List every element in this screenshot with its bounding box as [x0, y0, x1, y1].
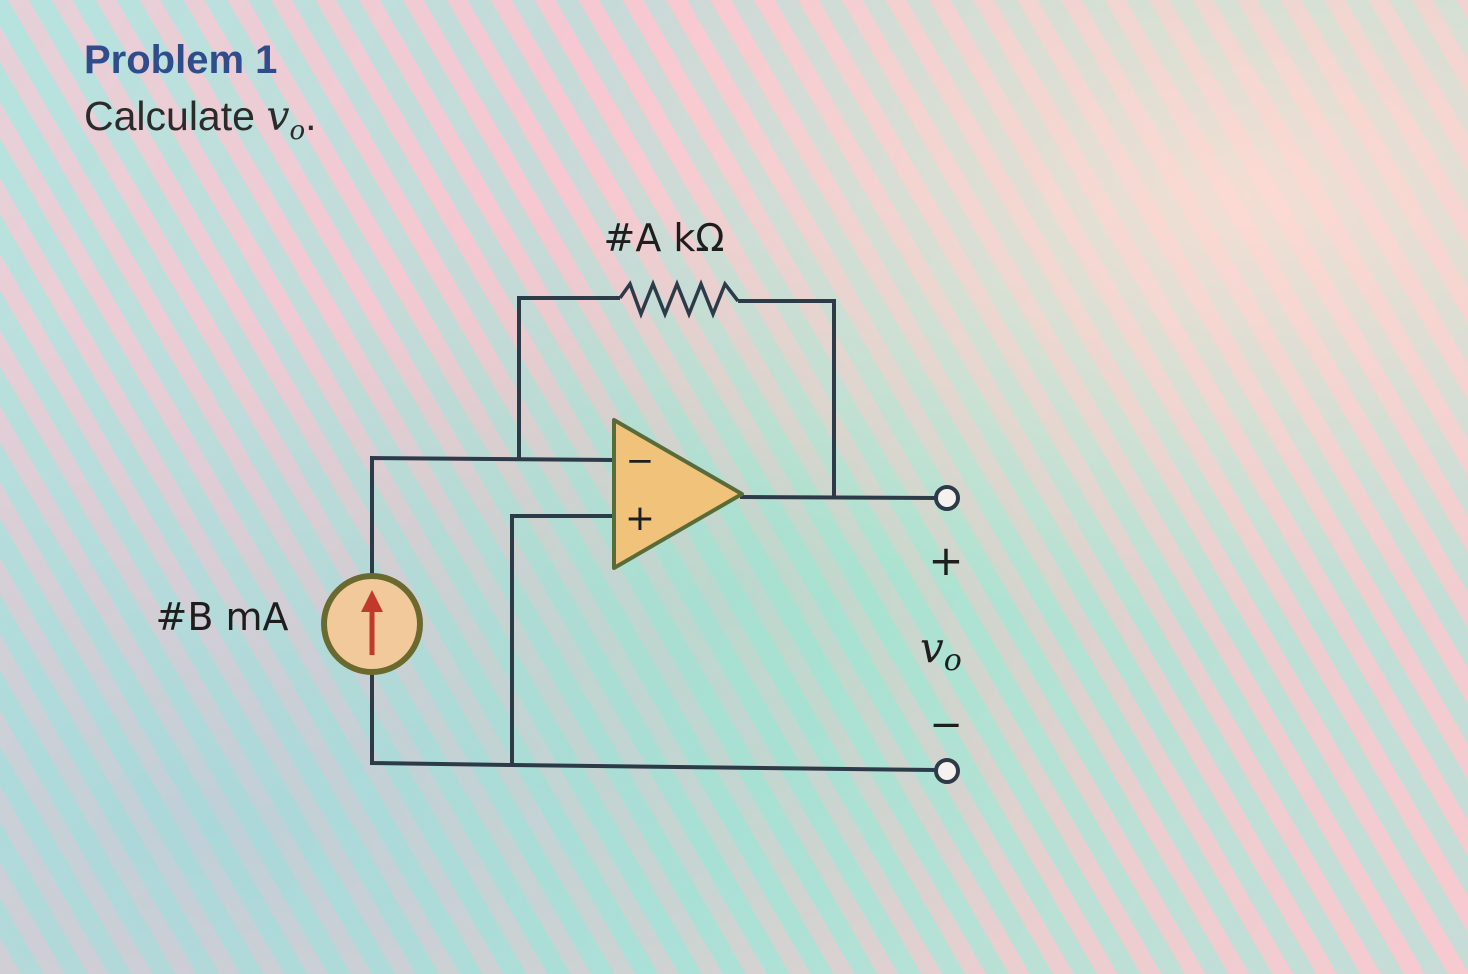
output-terminal-bottom: [934, 758, 960, 784]
feedback-left-wire: [517, 296, 620, 460]
prompt-subscript: o: [289, 116, 306, 147]
noninverting-input-wire: [510, 514, 614, 765]
opamp-noninverting-sign: +: [625, 498, 655, 539]
problem-prompt: Calculate vo.: [84, 92, 317, 146]
problem-heading: Problem 1: [84, 38, 278, 82]
output-subscript: o: [944, 643, 962, 678]
feedback-right-wire: [738, 299, 836, 497]
output-plus-sign: +: [928, 536, 963, 585]
opamp-inverting-sign: −: [626, 441, 655, 481]
opamp-triangle: [612, 418, 744, 570]
output-voltage-label: vo: [920, 623, 962, 678]
input-wires: [370, 455, 937, 772]
source-bottom-wire: [370, 660, 513, 767]
prompt-text: Calculate: [84, 93, 267, 139]
output-terminal-top: [934, 485, 960, 511]
prompt-variable: v: [266, 92, 290, 140]
feedback-resistor: [618, 279, 740, 319]
source-label: #B mA: [156, 595, 289, 639]
feedback-wires: [517, 296, 836, 497]
current-source-arrow-icon: [361, 590, 383, 612]
inverting-input-wire: [370, 455, 615, 590]
output-minus-sign: −: [929, 702, 963, 748]
output-wire: [739, 495, 937, 500]
output-variable: v: [920, 623, 944, 672]
prompt-end: .: [305, 93, 317, 139]
ground-wire: [511, 763, 937, 772]
resistor-label: #A kΩ: [604, 216, 725, 260]
